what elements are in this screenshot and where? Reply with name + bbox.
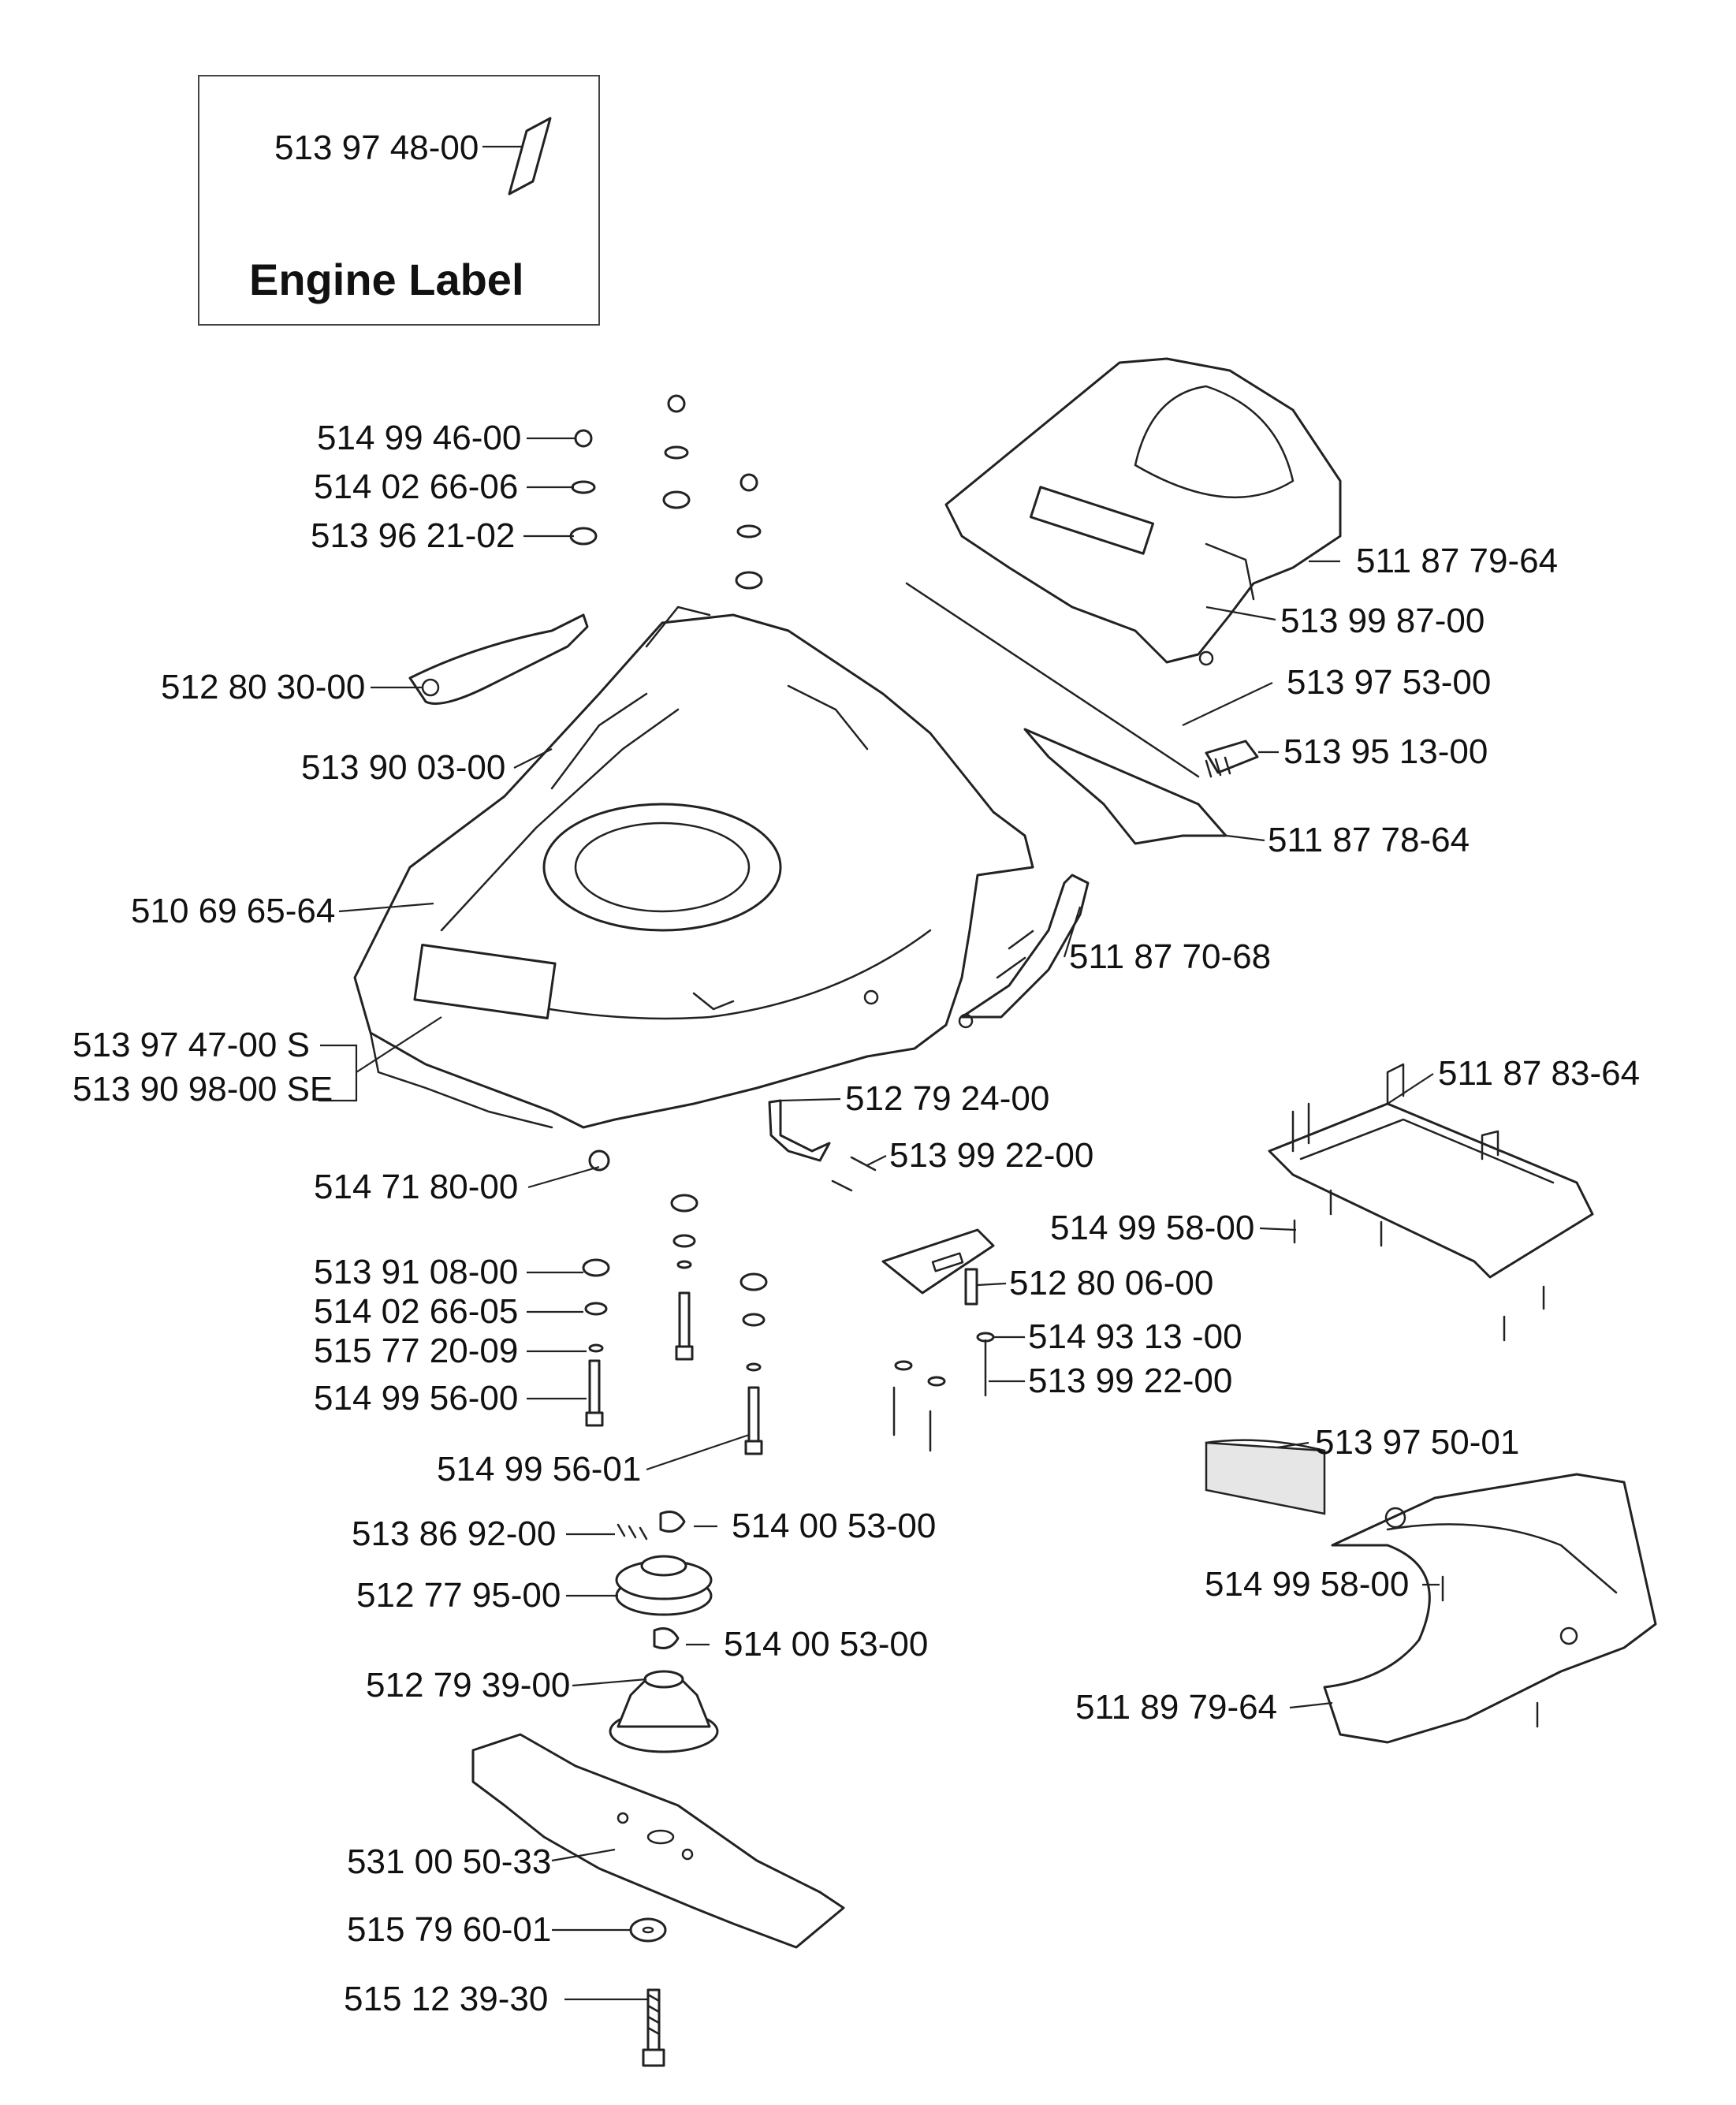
blade [471,1733,845,1949]
callout-514-99-46-00[interactable]: 514 99 46-00 [317,419,521,457]
callout-514-02-66-05[interactable]: 514 02 66-05 [314,1292,518,1331]
callout-531-00-50-33[interactable]: 531 00 50-33 [347,1842,551,1881]
callout-514-00-53-00-upper[interactable]: 514 00 53-00 [732,1507,936,1545]
nut [588,1149,610,1172]
callout-512-80-06-00[interactable]: 512 80 06-00 [1009,1264,1213,1302]
callout-513-99-22-00-lower[interactable]: 513 99 22-00 [1028,1362,1232,1400]
bolt-stack-center-2 [739,1272,768,1455]
bolt-stack-center-1 [670,1194,698,1361]
torsion-spring [1205,740,1259,778]
callout-513-90-03-00[interactable]: 513 90 03-00 [301,748,505,787]
callout-514-99-58-00-lower[interactable]: 514 99 58-00 [1205,1565,1409,1604]
callout-513-86-92-00[interactable]: 513 86 92-00 [352,1514,556,1553]
callout-513-95-13-00[interactable]: 513 95 13-00 [1283,732,1488,771]
rear-rod [905,582,1200,778]
callout-514-00-53-00-lower[interactable]: 514 00 53-00 [724,1625,928,1664]
left-bracket [408,613,589,705]
callout-513-90-98-00-se[interactable]: 513 90 98-00 SE [73,1070,333,1108]
callout-512-80-30-00[interactable]: 512 80 30-00 [161,668,365,706]
chute-screws [1441,1575,1539,1728]
engine-label-inset: 513 97 48-00 Engine Label [198,75,600,326]
callout-labels: 514 99 46-00 514 02 66-06 513 96 21-02 5… [73,419,1640,2018]
rear-flap [1268,1063,1594,1279]
callout-513-91-08-00[interactable]: 513 91 08-00 [314,1253,518,1291]
callout-511-87-78-64[interactable]: 511 87 78-64 [1268,821,1470,859]
callout-513-99-22-00-upper[interactable]: 513 99 22-00 [889,1136,1093,1175]
callout-511-87-83-64[interactable]: 511 87 83-64 [1438,1054,1640,1093]
blade-washer [629,1917,667,1943]
mower-deck [353,605,1034,1129]
flap-screws [1293,1189,1545,1342]
engine-label-title: Engine Label [249,255,524,304]
callout-511-87-70-68[interactable]: 511 87 70-68 [1069,937,1271,976]
front-baffle [1023,728,1227,845]
grille [1205,1439,1326,1515]
key-upper [659,1511,686,1533]
callout-512-77-95-00[interactable]: 512 77 95-00 [356,1576,561,1615]
small-bracket [768,1099,877,1192]
callout-513-97-47-00-s[interactable]: 513 97 47-00 S [73,1026,310,1064]
callout-514-93-13-00[interactable]: 514 93 13 -00 [1028,1317,1242,1356]
callout-513-99-87-00[interactable]: 513 99 87-00 [1280,602,1485,640]
callout-engine-label-part[interactable]: 513 97 48-00 [274,129,479,167]
callout-514-71-80-00[interactable]: 514 71 80-00 [314,1168,518,1206]
callout-515-77-20-09[interactable]: 515 77 20-09 [314,1332,518,1370]
pulley [615,1555,713,1616]
upper-fastener-stacks [569,394,763,590]
callout-513-97-53-00[interactable]: 513 97 53-00 [1287,663,1491,702]
leader-lines [319,437,1440,2001]
callout-513-97-50-01[interactable]: 513 97 50-01 [1315,1423,1519,1462]
callout-514-02-66-06[interactable]: 514 02 66-06 [314,468,518,506]
callout-511-89-79-64[interactable]: 511 89 79-64 [1075,1688,1277,1727]
handle-bracket [958,874,1090,1029]
blade-bolt [642,1988,665,2067]
callout-512-79-24-00[interactable]: 512 79 24-00 [845,1079,1049,1118]
key-lower [653,1627,680,1649]
rear-cover [944,357,1342,666]
callout-514-99-56-01[interactable]: 514 99 56-01 [437,1450,641,1488]
engine-label-sticker [508,117,552,196]
callout-515-79-60-01[interactable]: 515 79 60-01 [347,1910,551,1949]
blade-adapter [609,1670,719,1753]
callout-514-99-56-00[interactable]: 514 99 56-00 [314,1379,518,1418]
rivets [892,1332,995,1452]
callout-512-79-39-00[interactable]: 512 79 39-00 [366,1666,570,1704]
callout-515-12-39-30[interactable]: 515 12 39-30 [344,1980,548,2018]
callout-514-99-58-00-upper[interactable]: 514 99 58-00 [1050,1209,1254,1247]
set-screw [617,1523,648,1541]
callout-511-87-79-64[interactable]: 511 87 79-64 [1356,542,1558,580]
callout-513-96-21-02[interactable]: 513 96 21-02 [311,516,515,555]
callout-510-69-65-64[interactable]: 510 69 65-64 [131,892,335,930]
side-chute [1323,1473,1657,1744]
plate [881,1228,995,1306]
bolt-stack-left [582,1258,610,1427]
